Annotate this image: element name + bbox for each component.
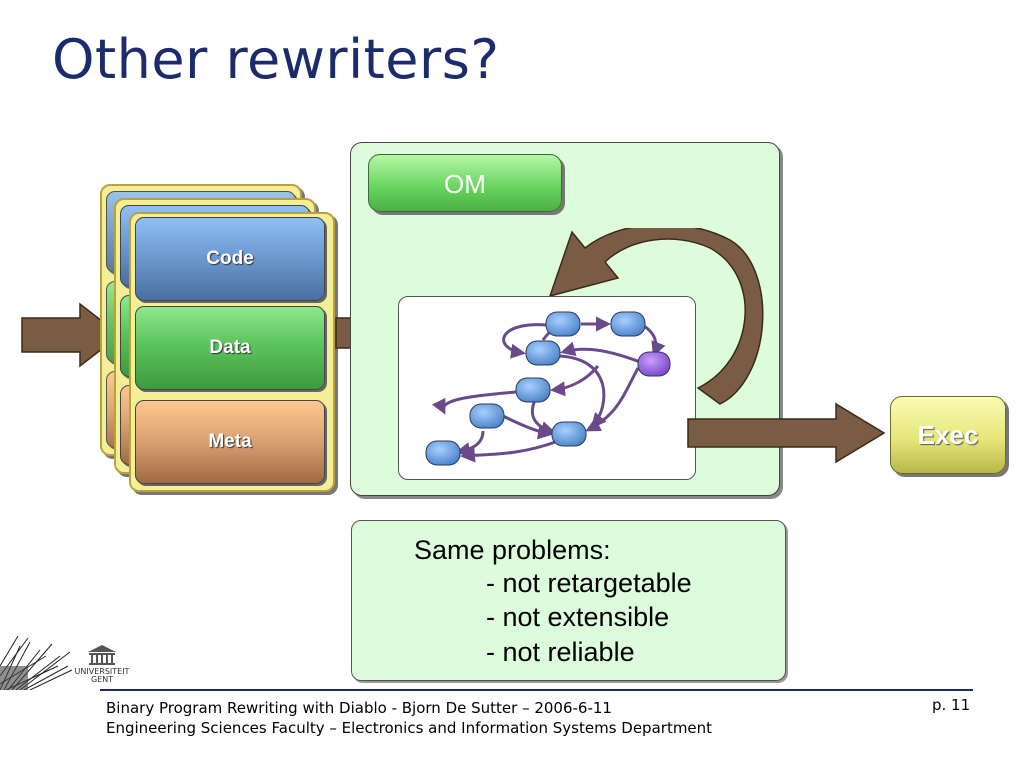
graph-node xyxy=(469,403,505,429)
university-logo-text-2: GENT xyxy=(90,675,114,684)
loop-arrow xyxy=(548,228,764,405)
university-logo-text: UNIVERSITEIT xyxy=(74,667,130,676)
om-label: OM xyxy=(368,154,562,212)
stack-layer-front: Code Data Meta xyxy=(129,212,335,492)
footer-divider xyxy=(100,689,973,691)
graph-node-highlight xyxy=(637,351,671,377)
page-number: p. 11 xyxy=(932,696,971,714)
problem-item: - not reliable xyxy=(486,637,635,667)
university-building-icon xyxy=(88,645,116,665)
slide-title: Other rewriters? xyxy=(52,28,500,91)
object-graph xyxy=(425,311,671,466)
exec-label: Exec xyxy=(890,396,1006,474)
data-section: Data xyxy=(135,306,325,390)
grass-texture-decoration xyxy=(0,636,74,690)
graph-nodes xyxy=(425,311,671,466)
graph-node xyxy=(551,421,587,447)
graph-node xyxy=(515,377,551,403)
graph-node xyxy=(610,311,646,337)
problem-item: - not retargetable xyxy=(486,568,692,598)
problems-heading: Same problems: xyxy=(414,535,611,565)
graph-node xyxy=(425,440,461,466)
meta-section: Meta xyxy=(135,400,325,484)
exec-arrow xyxy=(687,402,886,464)
problem-item: - not extensible xyxy=(486,602,670,632)
graph-node xyxy=(525,340,561,366)
footer-line-1: Binary Program Rewriting with Diablo - B… xyxy=(106,699,612,717)
graph-node xyxy=(545,311,581,337)
footer-line-2: Engineering Sciences Faculty – Electroni… xyxy=(106,719,713,737)
code-section: Code xyxy=(135,217,325,301)
problems-box: Same problems: - not retargetable - not … xyxy=(351,520,786,681)
